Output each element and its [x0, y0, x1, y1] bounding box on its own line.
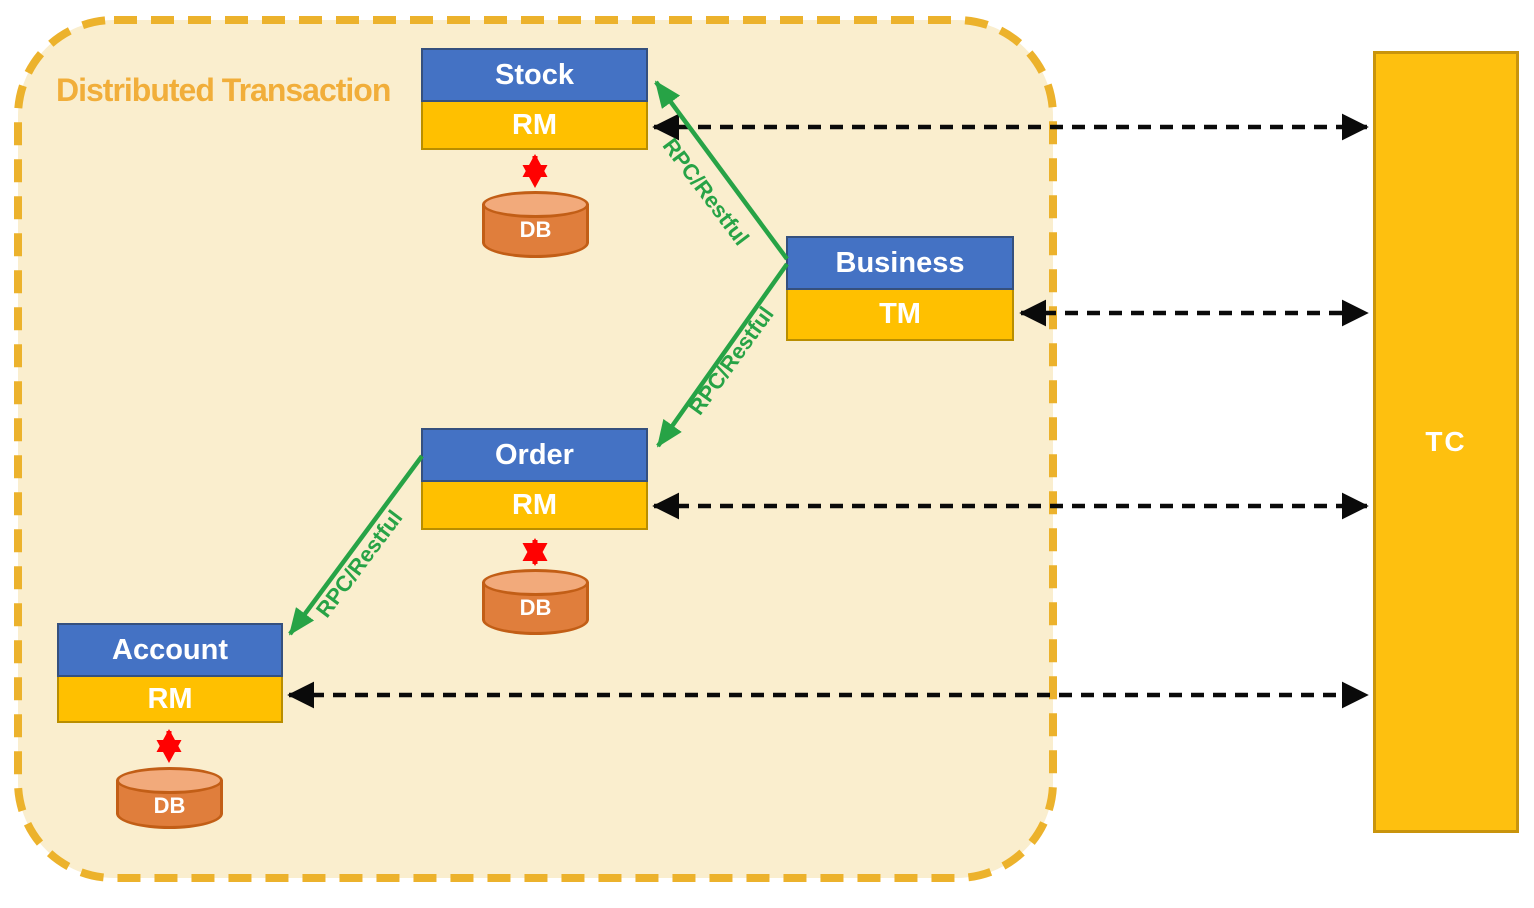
diagram-title: Distributed Transaction [56, 72, 391, 108]
order-db: DB [482, 569, 589, 635]
transaction-coordinator: TC [1373, 51, 1519, 833]
order-db-cylinder-top [482, 569, 589, 596]
service-order-role: RM [421, 482, 648, 530]
account-db: DB [116, 767, 223, 829]
service-business-role: TM [786, 290, 1014, 341]
service-account: Account RM [57, 623, 283, 723]
service-stock-name: Stock [421, 48, 648, 102]
account-db-cylinder-top [116, 767, 223, 794]
service-business-name: Business [786, 236, 1014, 290]
order-db-label: DB [519, 595, 552, 620]
stock-db-cylinder-top [482, 191, 589, 218]
account-db-label: DB [153, 793, 186, 818]
service-account-role: RM [57, 677, 283, 723]
transaction-coordinator-label: TC [1425, 426, 1467, 457]
stock-db: DB [482, 191, 589, 258]
service-order-name: Order [421, 428, 648, 482]
service-business: Business TM [786, 236, 1014, 341]
service-stock-role: RM [421, 102, 648, 150]
service-stock: Stock RM [421, 48, 648, 150]
rpc-label-business-order: RPC/Restful [683, 301, 779, 420]
service-order: Order RM [421, 428, 648, 530]
rpc-label-order-account: RPC/Restful [310, 505, 408, 622]
rpc-label-business-stock: RPC/Restful [657, 133, 755, 250]
service-account-name: Account [57, 623, 283, 677]
stock-db-label: DB [519, 217, 552, 242]
